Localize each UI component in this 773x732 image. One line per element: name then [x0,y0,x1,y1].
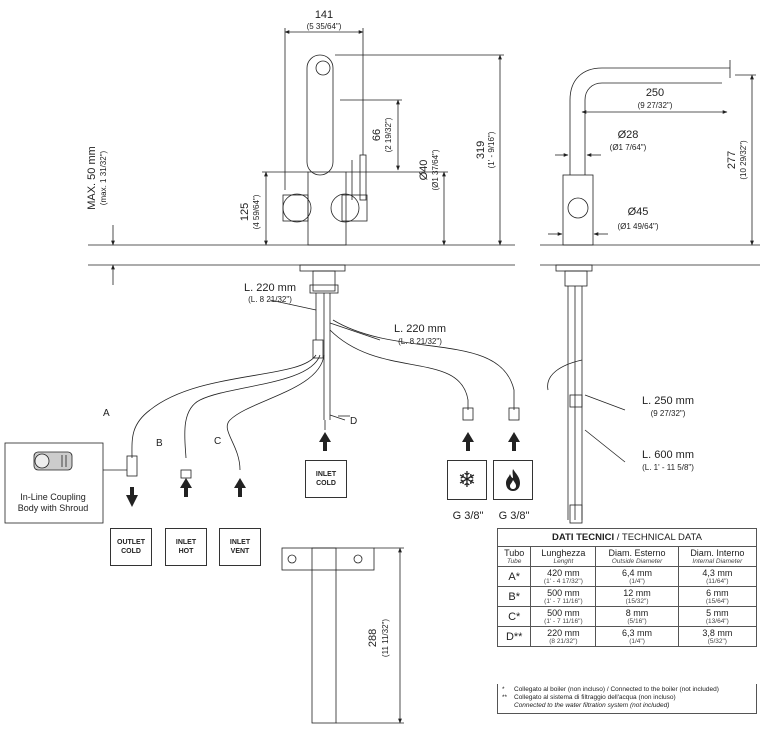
dim-dia40: Ø40 [418,160,430,181]
inlet-hot-label: INLET HOT [165,528,207,566]
tube-a [131,354,317,459]
hot-icon-box [493,460,533,500]
dim-dia28: Ø28 [618,129,639,141]
faucet-body-front [307,171,347,246]
tube-c [226,354,325,471]
inlet-hot-l2: HOT [178,548,194,555]
dim-dia28-in: (Ø1 7/64") [610,143,647,152]
dim-l600-in: (L. 1' - 11 5/8") [642,463,694,472]
table-title-bold: DATI TECNICI [552,532,615,543]
dim-277-in: (10 29/32") [739,140,748,180]
dim-141-in: (5 35/64") [307,22,342,31]
dim-l220-a: L. 220 mm [244,282,296,294]
arrow-up-hot [180,478,192,488]
table-title: DATI TECNICI / TECHNICAL DATA [497,528,757,547]
inlet-vent-l2: VENT [230,548,250,555]
arrow-up-inlet-cold [319,432,331,442]
coupling-line1: In-Line Coupling [20,492,86,502]
dim-max50: MAX. 50 mm [86,146,98,210]
cold-icon-box: ❄ [447,460,487,500]
dim-125-in: (4 59/64") [252,194,261,229]
coupling-line2: Body with Shroud [17,503,89,513]
table-row: C* 500 mm(1' - 7 11/16") 8 mm(5/16") 5 m… [496,606,758,627]
dim-66-in: (2 19/32") [384,117,393,152]
dim-250: 250 [646,87,664,99]
dim-l220-b: L. 220 mm [394,323,446,335]
dim-dia40-in: (Ø1 37/64") [431,149,440,190]
dim-l250-in: (9 27/32") [651,409,686,418]
table-row: B* 500 mm(1' - 7 11/16") 12 mm(15/32") 6… [496,586,758,607]
coupling-caption: In-Line Coupling Body with Shroud [2,444,104,522]
thread-label-1: G 3/8" [453,510,484,522]
dim-250-in: (9 27/32") [638,101,673,110]
inlet-cold-label: INLET COLD [305,460,347,498]
inlet-vent-l1: INLET [229,539,251,546]
row-a-tube: A* [496,566,532,587]
thread-label-2: G 3/8" [499,510,530,522]
table-row: D** 220 mm(8 21/32") 6,3 mm(1/4") 3,8 mm… [496,626,758,647]
dim-288: 288 [367,629,379,647]
dim-dia45-in: (Ø1 49/64") [617,222,658,231]
side-spout [569,67,730,175]
note-1: *Collegato al boiler (non incluso) / Con… [502,686,719,693]
inlet-cold-l1: INLET [315,471,337,478]
table-notes: *Collegato al boiler (non incluso) / Con… [497,684,757,714]
flame-icon [506,469,520,491]
outlet-cold-l2: COLD [121,548,141,555]
dim-l220-a-in: (L. 8 21/32") [248,295,292,304]
dim-dia45: Ø45 [628,206,649,218]
dim-l600: L. 600 mm [642,449,694,461]
dim-l250: L. 250 mm [642,395,694,407]
outlet-cold-label: OUTLET COLD [110,528,152,566]
snowflake-icon: ❄ [457,467,477,492]
dim-141: 141 [315,9,333,21]
tube-label-d: D [350,416,357,427]
dim-max50-in: (max. 1 31/32") [99,150,108,205]
tube-label-c: C [214,436,221,447]
row-b-tube: B* [496,586,532,607]
tube-label-a: A [103,408,110,419]
row-c-tube: C* [496,606,532,627]
tube-right-2 [332,319,515,410]
inlet-vent-label: INLET VENT [219,528,261,566]
dim-319: 319 [475,141,487,159]
tube-b [184,354,321,459]
arrow-up-g2 [508,432,520,442]
table-title-rest: / TECHNICAL DATA [614,532,702,543]
arrow-up-vent [234,478,246,488]
row-d-tube: D** [496,626,532,647]
arrow-up-g1 [462,432,474,442]
inlet-cold-l2: COLD [316,480,336,487]
tube-label-b: B [156,438,163,449]
inlet-hot-l1: INLET [175,539,197,546]
dim-l220-b-in: (L. 8 21/32") [398,337,442,346]
tube-right-1 [329,329,469,410]
dim-66: 66 [371,129,383,141]
dim-277: 277 [726,151,738,169]
faucet-spout-front [306,54,334,176]
dim-125: 125 [239,203,251,221]
note-2-en: Connected to the water filtration system… [514,702,670,709]
arrow-down-outlet [126,495,138,507]
dim-288-in: (11 11/32") [381,619,390,657]
note-2: **Collegato al sistema di filtraggio del… [502,694,676,701]
table-row: A* 420 mm(1' - 4 17/32") 6,4 mm(1/4") 4,… [496,566,758,587]
outlet-cold-l1: OUTLET [117,539,145,546]
dim-319-in: (1' - 9/16") [487,131,496,168]
